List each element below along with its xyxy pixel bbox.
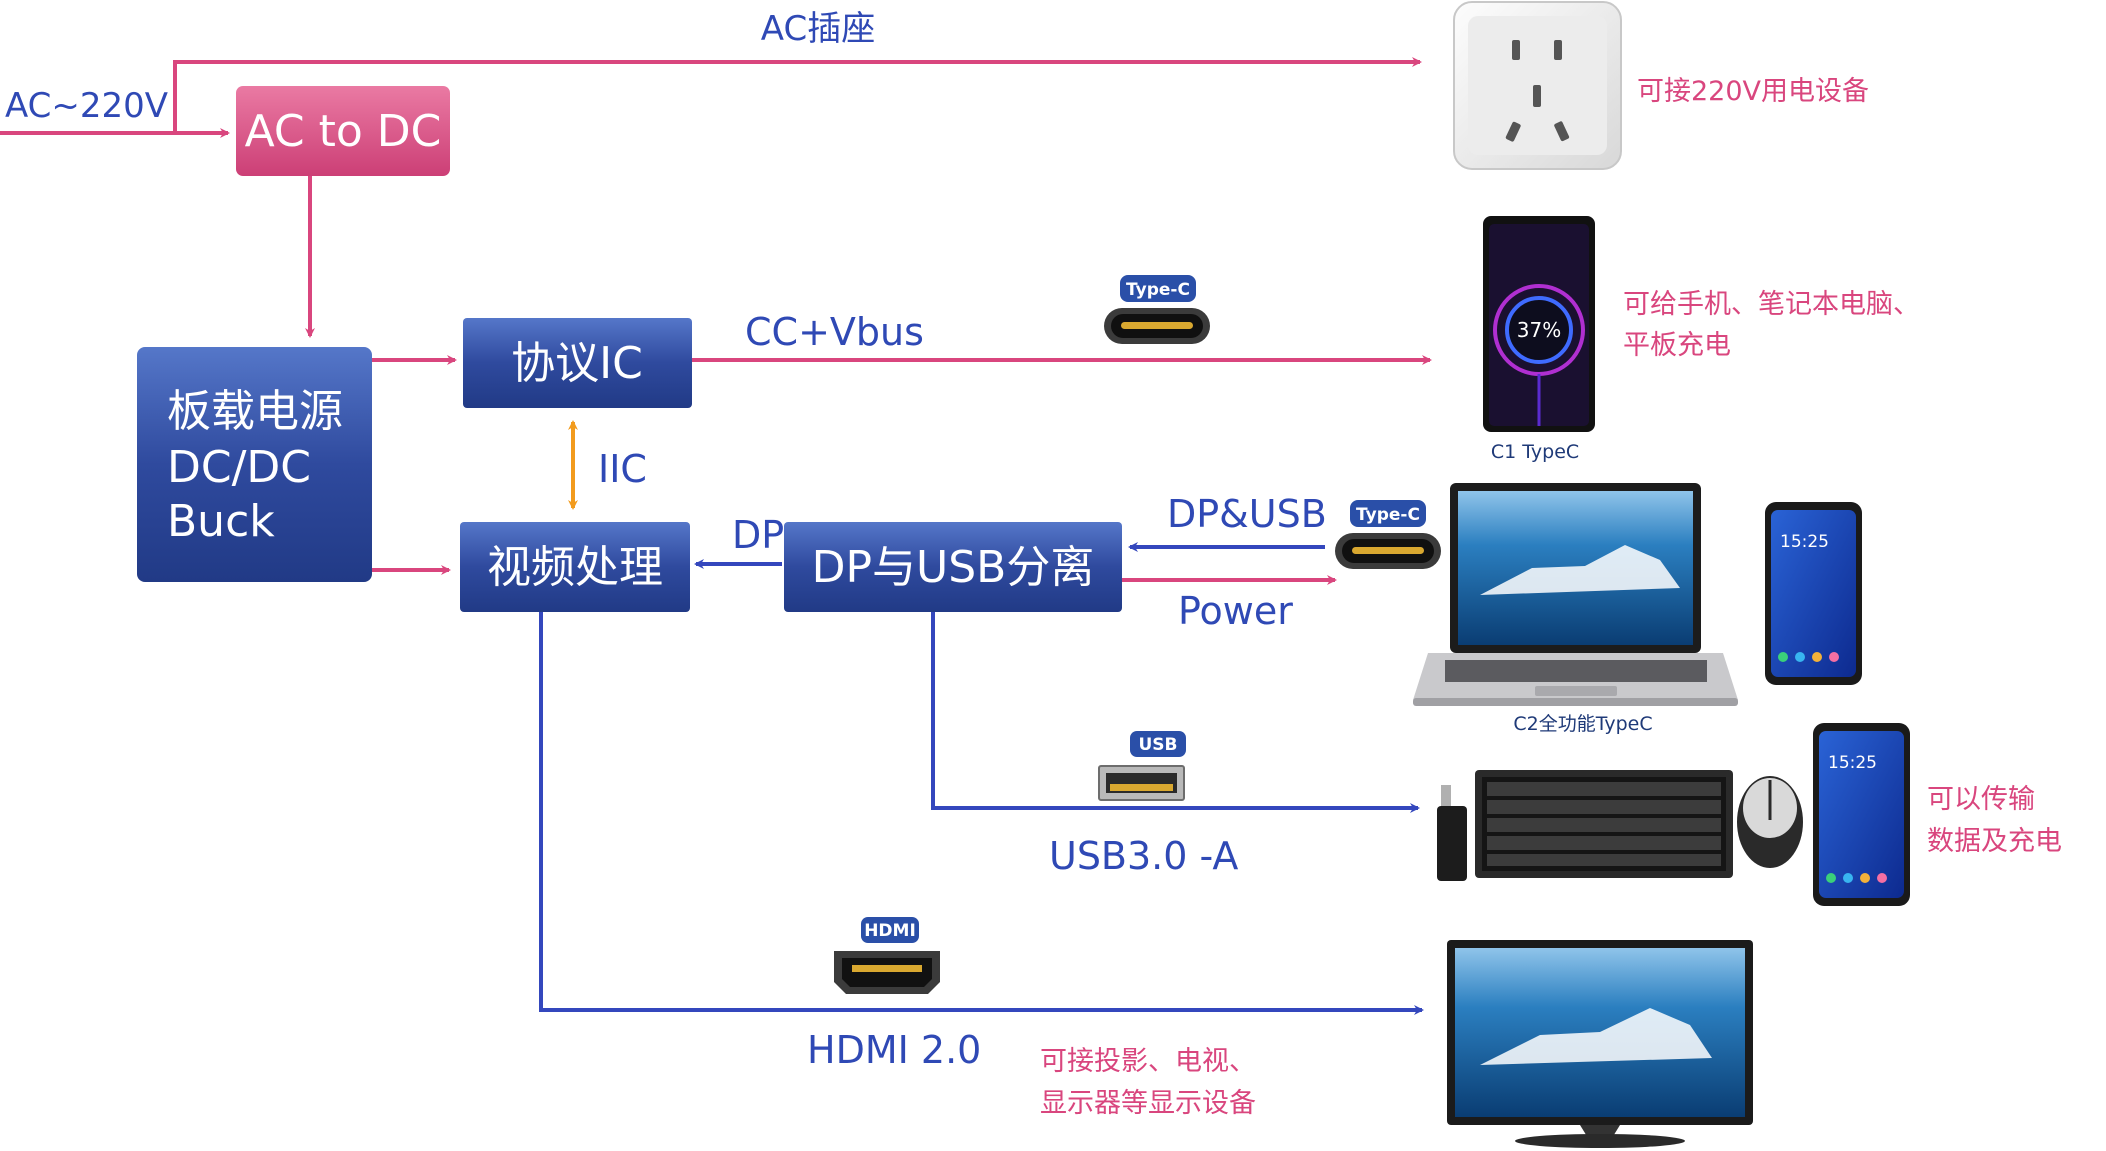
dp-usb-label: DP与USB分离 [812, 542, 1095, 593]
usb-note-1: 可以传输 [1927, 784, 2035, 815]
power-block: 板载电源 DC/DC Buck [137, 347, 372, 582]
typec-badge-1: Type-C [1126, 280, 1190, 300]
typec-port-icon: Type-C [1104, 275, 1210, 344]
smartphone-icon-3: 15:25 [1813, 723, 1910, 906]
ac-to-dc-label: AC to DC [245, 106, 442, 157]
hdmi-label: HDMI 2.0 [807, 1028, 981, 1072]
mouse-icon [1737, 776, 1803, 868]
hdmi-note-1: 可接投影、电视、 [1040, 1046, 1256, 1077]
ac-to-dc-block: AC to DC [236, 86, 450, 176]
connections [0, 57, 1432, 1015]
keyboard-icon [1475, 770, 1733, 878]
c1-note-1: 可给手机、笔记本电脑、 [1623, 289, 1920, 320]
hdmi-line [539, 610, 1424, 1015]
battery-level: 37% [1517, 318, 1561, 342]
usb3-line [931, 612, 1420, 813]
laptop-icon [1413, 483, 1738, 706]
usb3-label: USB3.0 -A [1049, 834, 1238, 878]
typec-badge-2: Type-C [1356, 505, 1420, 525]
ac-socket-line [0, 57, 1422, 135]
hdmi-port-icon: HDMI [834, 917, 940, 994]
usb-badge: USB [1138, 735, 1177, 755]
video-block: 视频处理 [460, 522, 690, 612]
video-label: 视频处理 [487, 542, 663, 593]
power-label-2: DC/DC [167, 442, 311, 493]
cc-vbus-label: CC+Vbus [745, 310, 924, 354]
usb-port-icon: USB [1098, 731, 1186, 801]
protocol-ic-block: 协议IC [463, 318, 692, 408]
dp-usb-link-label: DP&USB [1167, 492, 1327, 536]
smartphone-icon-2: 15:25 [1765, 502, 1862, 685]
ac-socket-label: AC插座 [761, 9, 875, 49]
monitor-icon [1447, 940, 1753, 1148]
ac-input-label: AC~220V [5, 86, 168, 126]
c1-note-2: 平板充电 [1623, 330, 1731, 361]
c2-caption: C2全功能TypeC [1513, 713, 1652, 735]
smartphone-icon: 37% [1483, 216, 1595, 432]
phone-time-2: 15:25 [1828, 753, 1877, 773]
iic-label: IIC [598, 447, 647, 491]
usb-note-2: 数据及充电 [1927, 826, 2062, 857]
hdmi-badge: HDMI [864, 921, 916, 941]
protocol-ic-label: 协议IC [511, 338, 643, 389]
phone-time: 15:25 [1780, 532, 1829, 552]
typec-port-icon-2: Type-C [1335, 500, 1441, 569]
power-link-label: Power [1178, 589, 1293, 633]
dp-label: DP [732, 513, 784, 557]
c1-caption: C1 TypeC [1491, 441, 1579, 463]
power-label-1: 板载电源 [167, 386, 343, 437]
power-label-3: Buck [167, 496, 275, 547]
socket-note: 可接220V用电设备 [1637, 76, 1869, 107]
wall-socket-icon [1453, 1, 1622, 170]
usb-dongle-icon [1437, 785, 1467, 881]
hdmi-note-2: 显示器等显示设备 [1040, 1088, 1256, 1119]
dp-usb-block: DP与USB分离 [784, 522, 1122, 612]
